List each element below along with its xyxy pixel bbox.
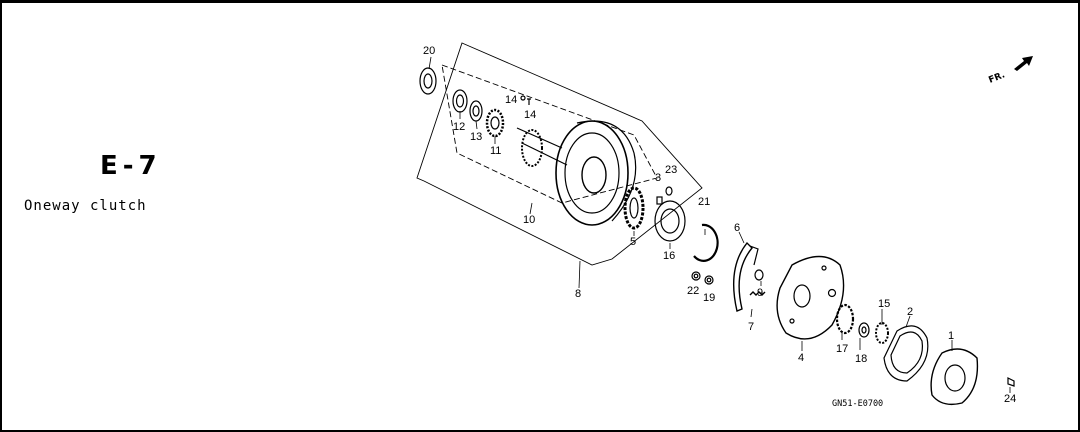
- label-part-15: 15: [878, 298, 890, 310]
- exploded-parts-diagram: 20 12 13 11 14 14 10 8 3 23 5 16 21 6 22…: [416, 42, 1033, 409]
- label-part-19: 19: [703, 292, 715, 304]
- part-14-screws: [520, 95, 531, 105]
- clutch-outline: [441, 64, 658, 204]
- drawing-code: GN51-E0700: [832, 399, 883, 409]
- front-direction-arrow: [1014, 56, 1033, 71]
- label-part-20: 20: [423, 45, 435, 57]
- label-part-8: 8: [575, 288, 581, 300]
- label-part-24: 24: [1004, 393, 1016, 405]
- part-22-nut: [691, 271, 701, 281]
- leader-lines: [428, 56, 1011, 393]
- part-11-gear: [485, 108, 505, 138]
- part-23-pin: [665, 186, 673, 196]
- part-1-cover: [930, 348, 979, 406]
- part-10-clutch-drum: [516, 120, 637, 226]
- part-15-collar: [875, 322, 889, 344]
- part-16-plate: [654, 200, 686, 242]
- label-part-2: 2: [907, 306, 913, 318]
- label-part-16: 16: [663, 250, 675, 262]
- label-part-13: 13: [470, 131, 482, 143]
- label-part-17: 17: [836, 343, 848, 355]
- label-part-12: 12: [453, 121, 465, 133]
- part-3-spring: [656, 196, 663, 205]
- label-part-7: 7: [748, 321, 754, 333]
- assembly-outline: [416, 42, 703, 266]
- label-part-6: 6: [734, 222, 740, 234]
- part-6-clutch-shoe: [732, 241, 759, 312]
- front-label: FR.: [987, 70, 1006, 86]
- label-part-9: 9: [757, 287, 763, 299]
- label-part-18: 18: [855, 353, 867, 365]
- part-4-drive-plate: [776, 255, 845, 340]
- part-24-bolt: [1007, 377, 1015, 387]
- part-12-seal: [452, 89, 468, 113]
- label-part-3: 3: [655, 172, 661, 184]
- part-7-spring: [749, 291, 766, 296]
- label-part-22: 22: [687, 285, 699, 297]
- label-part-14a: 14: [505, 94, 517, 106]
- label-part-14b: 14: [524, 109, 536, 121]
- part-21-circlip: [693, 223, 719, 262]
- label-part-23: 23: [665, 164, 677, 176]
- label-part-4: 4: [798, 352, 804, 364]
- label-part-21: 21: [698, 196, 710, 208]
- part-2-gasket: [883, 325, 929, 382]
- part-18-washer: [858, 322, 870, 338]
- part-9-bush: [754, 269, 764, 281]
- section-code: E-7: [100, 151, 162, 181]
- part-20-washer: [419, 67, 437, 95]
- label-part-10: 10: [523, 214, 535, 226]
- part-19-washer: [704, 275, 714, 285]
- section-title: Oneway clutch: [24, 198, 147, 214]
- label-part-5: 5: [630, 236, 636, 248]
- label-part-1: 1: [948, 330, 954, 342]
- part-13-bearing: [469, 100, 483, 122]
- part-17-bearing: [835, 303, 855, 335]
- label-part-11: 11: [490, 145, 501, 157]
- part-5-oneway-clutch: [623, 186, 645, 230]
